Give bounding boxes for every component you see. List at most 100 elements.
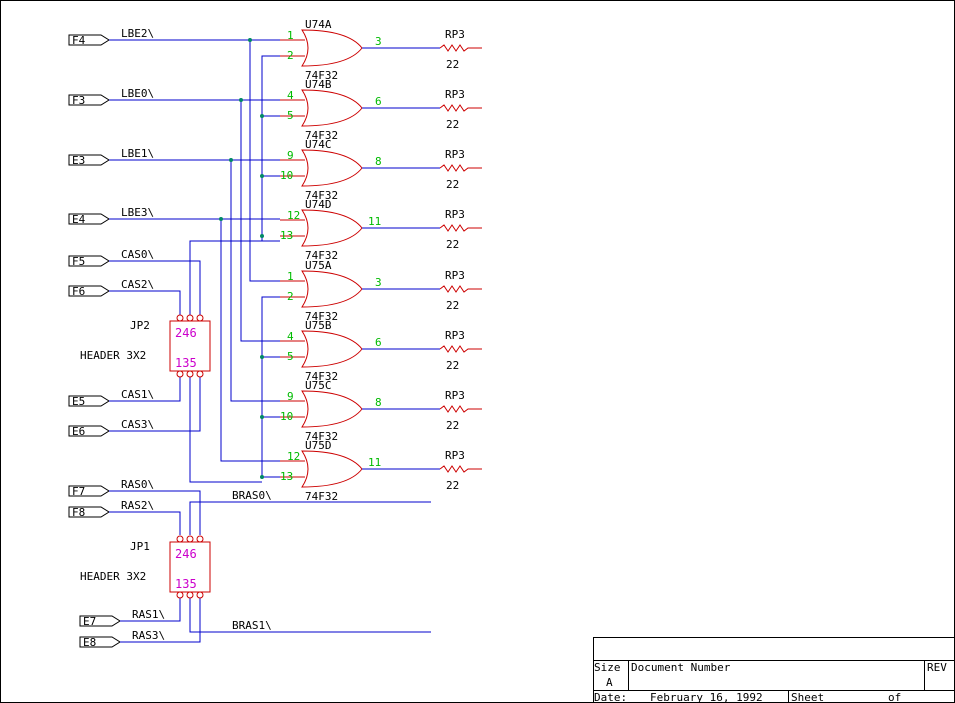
title-date-label: Date:	[594, 691, 627, 703]
gate-ref-label: U74D	[305, 198, 332, 211]
junction-dot	[260, 475, 264, 479]
or-gate-body	[301, 270, 363, 308]
gate-pin-number: 8	[375, 396, 382, 409]
gate-pin-number: 10	[280, 410, 293, 423]
title-date-value: February 16, 1992	[650, 691, 763, 703]
header-pin-circle	[176, 535, 184, 543]
resistor-ref-label: RP3	[445, 449, 465, 462]
net-label-bras0: BRAS0\	[232, 489, 272, 502]
gate-type-label: 74F32	[305, 490, 338, 503]
resistor-symbol	[439, 104, 482, 112]
header-bottom-pin-numbers: 135	[175, 577, 197, 591]
header-description-label: HEADER 3X2	[80, 570, 146, 583]
or-gate-body	[301, 450, 363, 488]
or-gate-body	[301, 89, 363, 127]
output-net-bras1: BRAS1\	[200, 619, 431, 633]
port-id-label: E6	[72, 425, 85, 438]
junction-dot	[260, 234, 264, 238]
port-e6: E6 CAS3\	[68, 418, 154, 438]
resistor-value-label: 22	[446, 419, 459, 432]
port-flag-shape	[68, 425, 110, 437]
port-id-label: E5	[72, 395, 85, 408]
gate-pin-number: 6	[375, 336, 382, 349]
port-id-label: E4	[72, 213, 86, 226]
port-signal-label: RAS1\	[132, 608, 165, 621]
header-ref-label: JP2	[130, 319, 150, 332]
net-ras1	[120, 597, 181, 622]
header-pin-circle	[186, 535, 194, 543]
junction-dot	[260, 415, 264, 419]
header-pin-circle	[196, 535, 204, 543]
header-top-pin-numbers: 246	[175, 326, 197, 340]
port-flag-shape	[68, 485, 110, 497]
gate-pin-number: 5	[287, 109, 294, 122]
junction-dot	[219, 217, 223, 221]
port-flag-shape	[79, 636, 121, 648]
header-pin-circle	[196, 314, 204, 322]
net-jp2-top	[189, 240, 262, 315]
gate-type-label: 74F32	[305, 69, 338, 82]
port-signal-label: RAS3\	[132, 629, 165, 642]
port-flag-shape	[68, 154, 110, 166]
port-id-label: F4	[72, 34, 86, 47]
net-ras2	[109, 511, 181, 535]
net-cas2	[109, 290, 181, 315]
net-ras-bus-u75	[261, 296, 280, 478]
gate-pin-number: 6	[375, 95, 382, 108]
gate-ref-label: U74A	[305, 18, 332, 31]
header-pin-circle	[196, 591, 204, 599]
port-signal-label: RAS0\	[121, 478, 154, 491]
port-signal-label: CAS0\	[121, 248, 154, 261]
gate-ref-label: U75B	[305, 319, 332, 332]
resistor-ref-label: RP3	[445, 269, 465, 282]
port-id-label: F8	[72, 506, 85, 519]
port-flag-shape	[68, 285, 110, 297]
net-ras0	[109, 490, 201, 535]
port-e5: E5 CAS1\	[68, 388, 154, 408]
port-signal-label: CAS3\	[121, 418, 154, 431]
net-jp2-bottom	[189, 377, 262, 483]
gate-pin-number: 9	[287, 390, 294, 403]
gate-type-label: 74F32	[305, 189, 338, 202]
port-id-label: E8	[83, 636, 96, 649]
port-e7: E7 RAS1\	[79, 608, 165, 628]
port-e8: E8 RAS3\	[79, 629, 165, 649]
port-id-label: E7	[83, 615, 96, 628]
port-id-label: F3	[72, 94, 85, 107]
port-signal-label: CAS1\	[121, 388, 154, 401]
title-docnum-label: Document Number	[631, 661, 731, 674]
or-gate-body	[301, 390, 363, 428]
header-pin-circle	[196, 370, 204, 378]
resistor-value-label: 22	[446, 238, 459, 251]
port-id-label: F6	[72, 285, 85, 298]
gate-type-label: 74F32	[305, 249, 338, 262]
net-cas-bus-u74	[261, 55, 280, 242]
net-lbe0-bus	[240, 100, 280, 342]
port-id-label: E3	[72, 154, 85, 167]
resistor-symbol	[439, 405, 482, 413]
gate-ref-label: U75A	[305, 259, 332, 272]
title-sheet-label: Sheet	[791, 691, 824, 703]
net-lbe1-bus	[230, 160, 280, 402]
or-gate-array: U74A74F32123RP322U74B74F32456RP322U74C74…	[280, 18, 482, 503]
gate-pin-number: 1	[287, 29, 294, 42]
gate-pin-number: 9	[287, 149, 294, 162]
resistor-value-label: 22	[446, 118, 459, 131]
resistor-value-label: 22	[446, 58, 459, 71]
port-flag-shape	[68, 506, 110, 518]
output-net-bras0: BRAS0\	[200, 489, 431, 503]
or-gate-body	[301, 29, 363, 67]
port-flag-shape	[68, 395, 110, 407]
input-ports: F4LBE2\F3LBE0\E3LBE1\E4LBE3\F5CAS0\F6CAS…	[68, 27, 165, 649]
